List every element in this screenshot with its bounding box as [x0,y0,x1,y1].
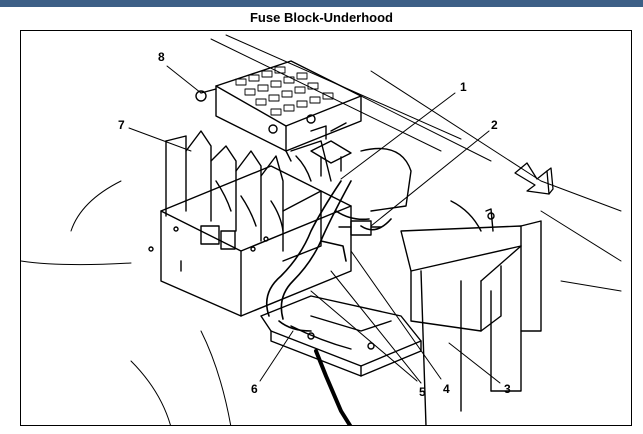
diagram-frame: 1 2 3 4 5 6 7 8 [20,30,632,426]
callout-leaders [128,65,501,384]
callout-8: 8 [158,50,165,64]
fuse-block-cover [195,60,362,162]
mounting-bracket-3 [400,200,542,425]
wiring-harness [265,180,392,332]
callout-6: 6 [251,382,258,396]
lower-tray [260,295,422,425]
fuse-block-housing [148,130,352,317]
callout-4: 4 [443,382,450,396]
header-bar [0,0,643,7]
callout-3: 3 [504,382,511,396]
callout-2: 2 [491,118,498,132]
diagram-title: Fuse Block-Underhood [249,10,393,25]
callout-1: 1 [460,80,467,94]
callout-7: 7 [118,118,125,132]
fuse-grid [235,66,334,116]
harness-connector [338,220,382,236]
fuse-block-illustration [21,34,622,425]
direction-arrow-icon [514,162,554,195]
callout-5: 5 [419,385,426,399]
terminal-stud [310,140,412,212]
